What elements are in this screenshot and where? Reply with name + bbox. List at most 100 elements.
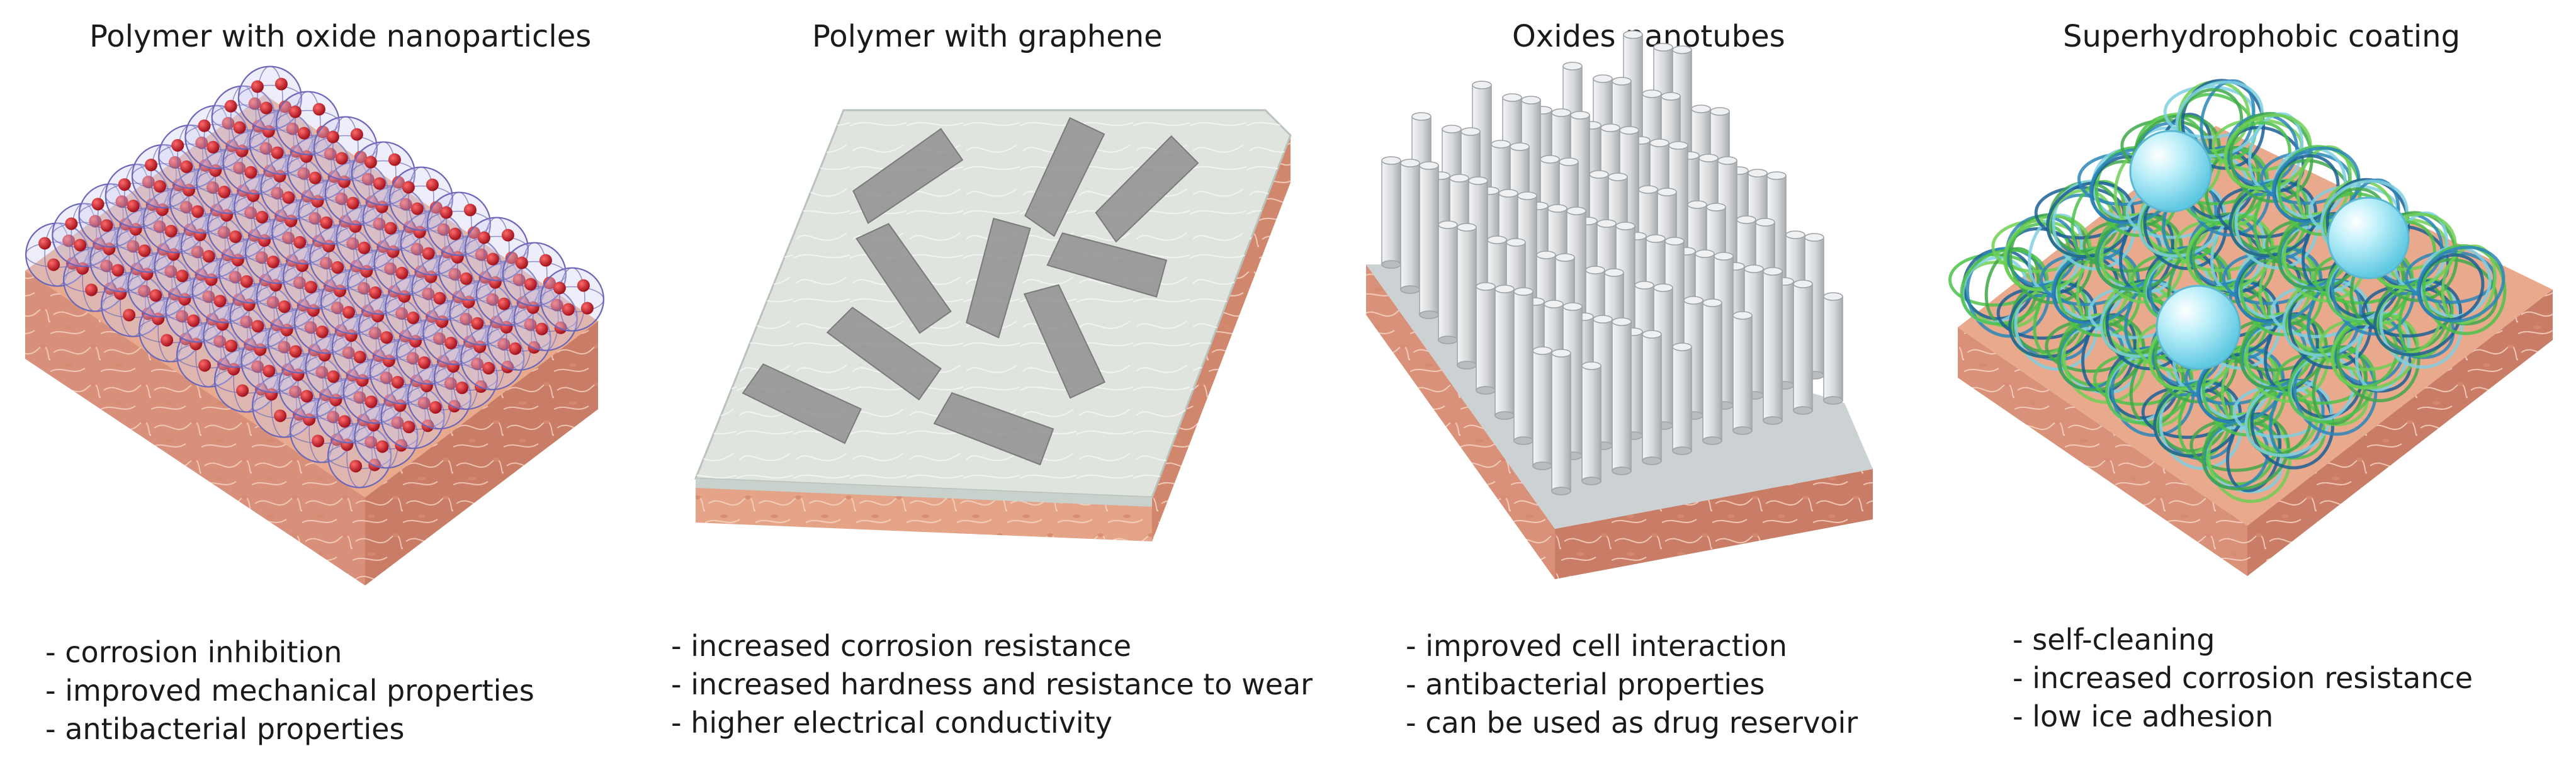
oxide-nanoparticle xyxy=(393,399,407,412)
oxide-nanoparticle xyxy=(231,254,244,267)
oxide-nanoparticle xyxy=(274,409,287,422)
oxide-nanoparticle xyxy=(305,281,317,293)
oxide-nanoparticle xyxy=(391,376,404,389)
oxide-nanoparticle xyxy=(123,308,136,322)
oxide-nanoparticle xyxy=(145,198,159,212)
oxide-nanoparticle xyxy=(554,321,567,334)
oxide-nanoparticle xyxy=(471,317,484,330)
oxide-nanoparticle xyxy=(224,99,237,113)
oxide-nanoparticle xyxy=(274,77,288,91)
oxide-nanoparticle xyxy=(324,280,336,292)
nanotube xyxy=(1381,156,1401,269)
oxide-nanoparticle xyxy=(278,300,291,314)
oxide-nanoparticle xyxy=(229,230,242,243)
oxide-nanoparticle xyxy=(358,241,371,254)
oxide-nanoparticle xyxy=(244,338,257,351)
oxide-nanoparticle xyxy=(387,245,400,258)
oxide-nanoparticle xyxy=(414,265,427,278)
oxide-nanoparticle xyxy=(382,354,395,368)
oxide-nanoparticle xyxy=(119,218,132,231)
oxide-nanoparticle xyxy=(129,223,142,236)
nanotube xyxy=(1793,280,1813,415)
feature-item: antibacterial properties xyxy=(45,710,534,749)
oxide-nanoparticle xyxy=(447,360,460,373)
oxide-nanoparticle xyxy=(528,341,541,354)
oxide-nanoparticle xyxy=(448,400,461,413)
oxide-nanoparticle xyxy=(330,433,344,446)
oxide-nanoparticle xyxy=(206,140,220,154)
oxide-nanoparticle xyxy=(334,285,346,297)
oxide-nanoparticle xyxy=(322,239,336,252)
panel-1-features: corrosion inhibition improved mechanical… xyxy=(45,633,534,749)
oxide-nanoparticle xyxy=(329,393,342,407)
oxide-nanoparticle xyxy=(157,243,170,256)
nanotube xyxy=(1612,317,1632,475)
oxide-nanoparticle xyxy=(327,370,340,383)
oxide-nanoparticle xyxy=(179,332,193,346)
oxide-nanoparticle xyxy=(251,80,264,93)
panel-1-illustration xyxy=(25,65,604,585)
oxide-nanoparticle xyxy=(577,279,590,292)
oxide-nanoparticle xyxy=(154,180,166,193)
water-droplet xyxy=(2155,285,2241,370)
panel-2-illustration xyxy=(694,109,1292,541)
oxide-nanoparticle xyxy=(267,256,280,268)
oxide-nanoparticle xyxy=(258,234,271,247)
oxide-nanoparticle xyxy=(142,307,155,320)
oxide-nanoparticle xyxy=(433,291,446,305)
oxide-nanoparticle xyxy=(237,184,250,197)
graphene-flake xyxy=(742,363,862,444)
oxide-nanoparticle xyxy=(251,320,264,333)
oxide-nanoparticle xyxy=(252,120,265,133)
oxide-nanoparticle xyxy=(380,331,393,344)
oxide-nanoparticle xyxy=(199,159,212,172)
oxide-nanoparticle xyxy=(104,282,117,295)
oxide-nanoparticle xyxy=(361,305,374,317)
oxide-nanoparticle xyxy=(543,276,556,290)
oxide-nanoparticle xyxy=(399,330,412,342)
oxide-nanoparticle xyxy=(376,240,390,253)
oxide-nanoparticle xyxy=(206,313,219,326)
oxide-nanoparticle xyxy=(38,237,52,250)
oxide-nanoparticle xyxy=(451,251,464,264)
oxide-nanoparticle xyxy=(315,325,329,339)
oxide-nanoparticle xyxy=(225,339,238,353)
graphene-flake xyxy=(826,307,942,401)
oxide-nanoparticle xyxy=(368,458,381,472)
oxide-nanoparticle xyxy=(235,144,249,157)
oxide-nanoparticle xyxy=(111,264,125,277)
oxide-nanoparticle xyxy=(297,299,310,312)
oxide-nanoparticle xyxy=(274,209,288,222)
oxide-nanoparticle xyxy=(342,306,355,319)
panel-4-features: self-cleaning increased corrosion resist… xyxy=(2013,621,2473,736)
oxide-nanoparticle xyxy=(482,361,495,375)
oxide-nanoparticle xyxy=(439,206,453,219)
oxide-nanoparticle xyxy=(490,315,503,329)
oxide-nanoparticle xyxy=(410,202,424,215)
oxide-nanoparticle xyxy=(248,229,261,242)
oxide-nanoparticle xyxy=(353,351,366,364)
oxide-nanoparticle xyxy=(388,285,401,298)
oxide-nanoparticle xyxy=(195,268,208,281)
oxide-nanoparticle xyxy=(269,279,282,292)
nanotube xyxy=(1551,349,1571,495)
nanotube xyxy=(1532,346,1552,470)
oxide-nanoparticle xyxy=(429,201,443,214)
oxide-nanoparticle xyxy=(285,214,298,227)
oxide-nanoparticle xyxy=(467,226,480,239)
oxide-nanoparticle xyxy=(372,349,385,363)
oxide-nanoparticle xyxy=(426,310,439,323)
oxide-nanoparticle xyxy=(140,268,154,281)
oxide-nanoparticle xyxy=(516,296,529,309)
oxide-nanoparticle xyxy=(187,314,200,327)
oxide-nanoparticle xyxy=(326,130,339,144)
oxide-nanoparticle xyxy=(293,408,306,421)
oxide-nanoparticle xyxy=(365,195,378,208)
oxide-nanoparticle xyxy=(338,415,351,428)
oxide-nanoparticle xyxy=(402,421,415,434)
oxide-nanoparticle xyxy=(100,219,113,232)
oxide-nanoparticle xyxy=(335,152,348,165)
oxide-nanoparticle xyxy=(354,150,367,164)
oxide-nanoparticle xyxy=(337,175,351,188)
oxide-nanoparticle xyxy=(198,119,211,132)
